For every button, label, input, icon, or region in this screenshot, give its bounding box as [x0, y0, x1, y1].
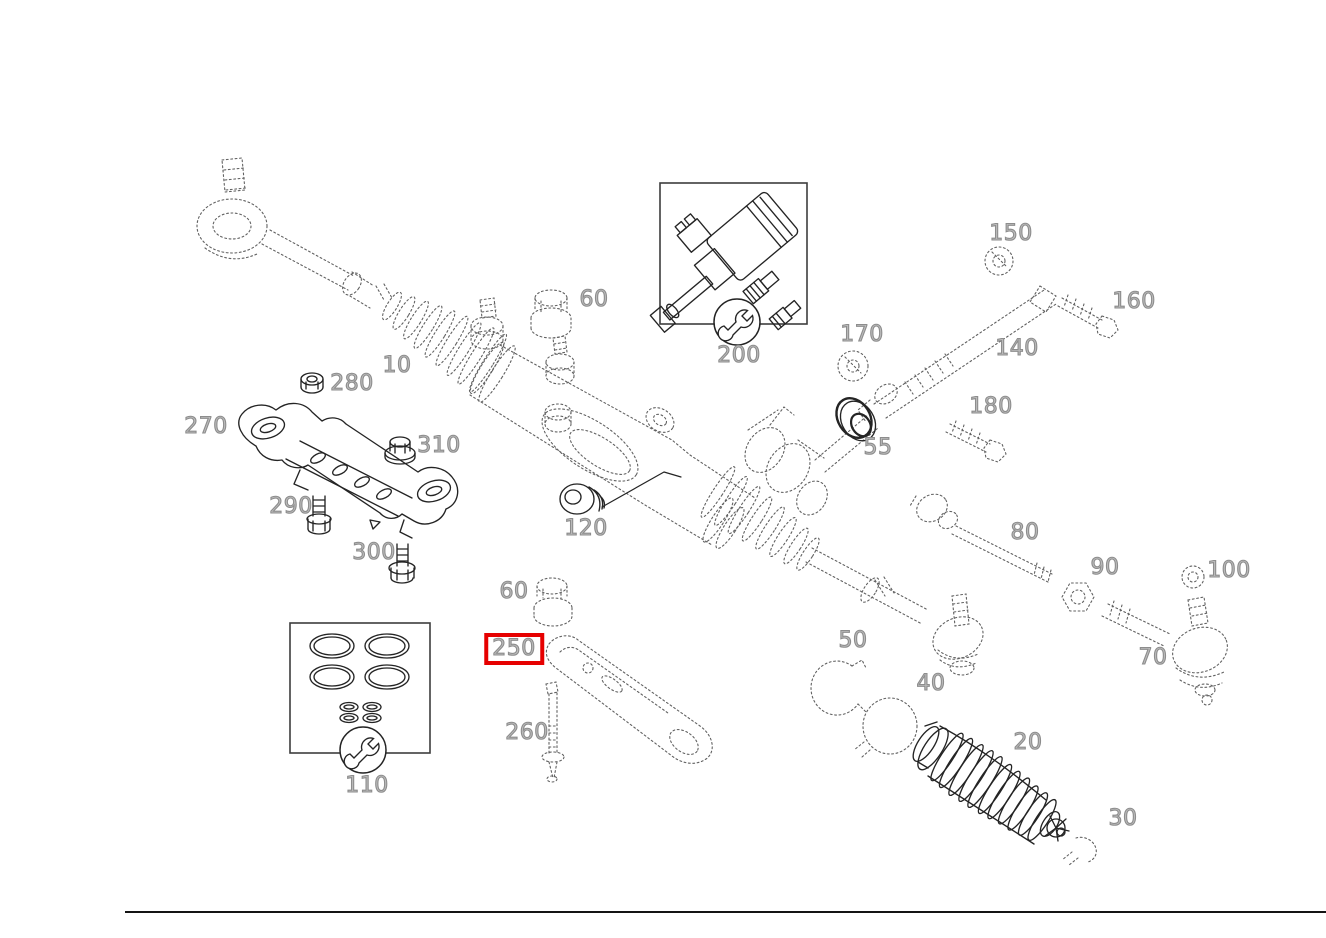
- part-100-washer-drawing: [1181, 565, 1205, 589]
- part-110-seal-kit-box: [289, 622, 431, 774]
- part-label-280[interactable]: 280: [330, 371, 374, 396]
- part-label-270[interactable]: 270: [184, 414, 228, 439]
- part-140-steering-shaft-drawing: [857, 285, 1057, 423]
- part-270-crossmember-drawing: [238, 402, 459, 539]
- part-label-90[interactable]: 90: [1090, 555, 1120, 580]
- part-260-bolt-drawing: [541, 681, 565, 783]
- part-label-55[interactable]: 55: [863, 435, 893, 460]
- part-160-bolt-drawing: [1057, 294, 1119, 339]
- part-label-180[interactable]: 180: [969, 394, 1013, 419]
- part-20-bellows-boot-drawing: [912, 721, 1070, 845]
- part-label-100[interactable]: 100: [1207, 558, 1251, 583]
- part-label-310[interactable]: 310: [417, 433, 461, 458]
- part-50-clamp-drawing: [810, 659, 867, 716]
- part-label-290[interactable]: 290: [269, 494, 313, 519]
- part-60-upper-nut-drawing: [530, 289, 572, 339]
- part-55-seal-ring-drawing: [835, 397, 877, 442]
- part-40-clamp-ring-drawing: [853, 697, 918, 758]
- part-label-150[interactable]: 150: [989, 221, 1033, 246]
- part-label-170[interactable]: 170: [840, 322, 884, 347]
- part-label-70[interactable]: 70: [1138, 645, 1168, 670]
- part-120-plug-drawing: [559, 471, 682, 515]
- footer-divider-line: [125, 911, 1326, 913]
- part-label-160[interactable]: 160: [1112, 289, 1156, 314]
- part-label-300[interactable]: 300: [352, 540, 396, 565]
- part-label-250-highlighted[interactable]: 250: [484, 633, 544, 665]
- part-label-50[interactable]: 50: [838, 628, 868, 653]
- part-250-heat-shield-drawing: [545, 635, 713, 764]
- part-80-inner-tie-rod-drawing: [909, 493, 1053, 583]
- part-200-valve-unit-box: [649, 182, 808, 346]
- part-280-nut-drawing: [300, 372, 324, 394]
- part-150-grommet-drawing: [984, 246, 1014, 276]
- part-label-80[interactable]: 80: [1010, 520, 1040, 545]
- part-60-lower-nut-drawing: [533, 577, 573, 627]
- part-label-60-lower[interactable]: 60: [499, 579, 529, 604]
- part-label-260[interactable]: 260: [505, 720, 549, 745]
- part-70-tie-rod-end-drawing: [1101, 596, 1228, 706]
- part-170-grommet-drawing: [837, 350, 869, 382]
- part-label-200[interactable]: 200: [717, 343, 761, 368]
- part-310-flange-nut-drawing: [384, 436, 416, 465]
- part-90-nut-drawing: [1061, 582, 1095, 612]
- part-180-bolt-drawing: [945, 420, 1007, 463]
- part-label-60-upper[interactable]: 60: [579, 287, 609, 312]
- part-300-bolt-drawing: [388, 543, 416, 584]
- part-label-120[interactable]: 120: [564, 516, 608, 541]
- part-label-110[interactable]: 110: [345, 773, 389, 798]
- part-label-20[interactable]: 20: [1013, 730, 1043, 755]
- part-label-10[interactable]: 10: [382, 353, 412, 378]
- part-label-140[interactable]: 140: [995, 336, 1039, 361]
- part-label-30[interactable]: 30: [1108, 806, 1138, 831]
- part-30-clip-drawing: [1061, 836, 1097, 866]
- part-290-bolt-drawing: [306, 495, 332, 535]
- part-label-40[interactable]: 40: [916, 671, 946, 696]
- part-10-steering-gear-drawing: [196, 157, 984, 676]
